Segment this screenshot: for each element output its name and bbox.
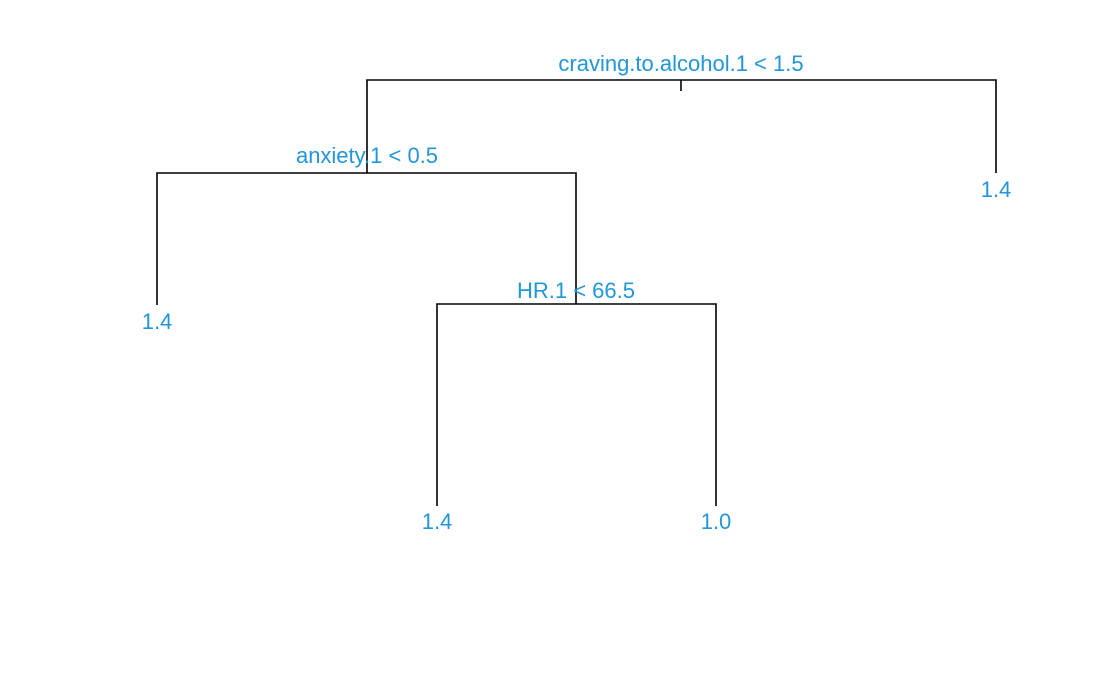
- edge-left-branch: [156, 172, 577, 305]
- split-label-left-right: HR.1 < 66.5: [517, 278, 635, 303]
- leaf-value: 1.4: [981, 177, 1012, 202]
- edge-left-right-branch: [436, 303, 717, 506]
- split-root: craving.to.alcohol.1 < 1.5: [366, 51, 997, 173]
- leaf-value: 1.0: [701, 509, 732, 534]
- leaf-value: 1.4: [422, 509, 453, 534]
- split-left-right: HR.1 < 66.5: [436, 278, 717, 506]
- split-left: anxiety.1 < 0.5: [156, 143, 577, 305]
- edge-root-branch: [366, 79, 997, 173]
- split-label-root: craving.to.alcohol.1 < 1.5: [558, 51, 803, 76]
- leaf-value: 1.4: [142, 309, 173, 334]
- split-label-left: anxiety.1 < 0.5: [296, 143, 438, 168]
